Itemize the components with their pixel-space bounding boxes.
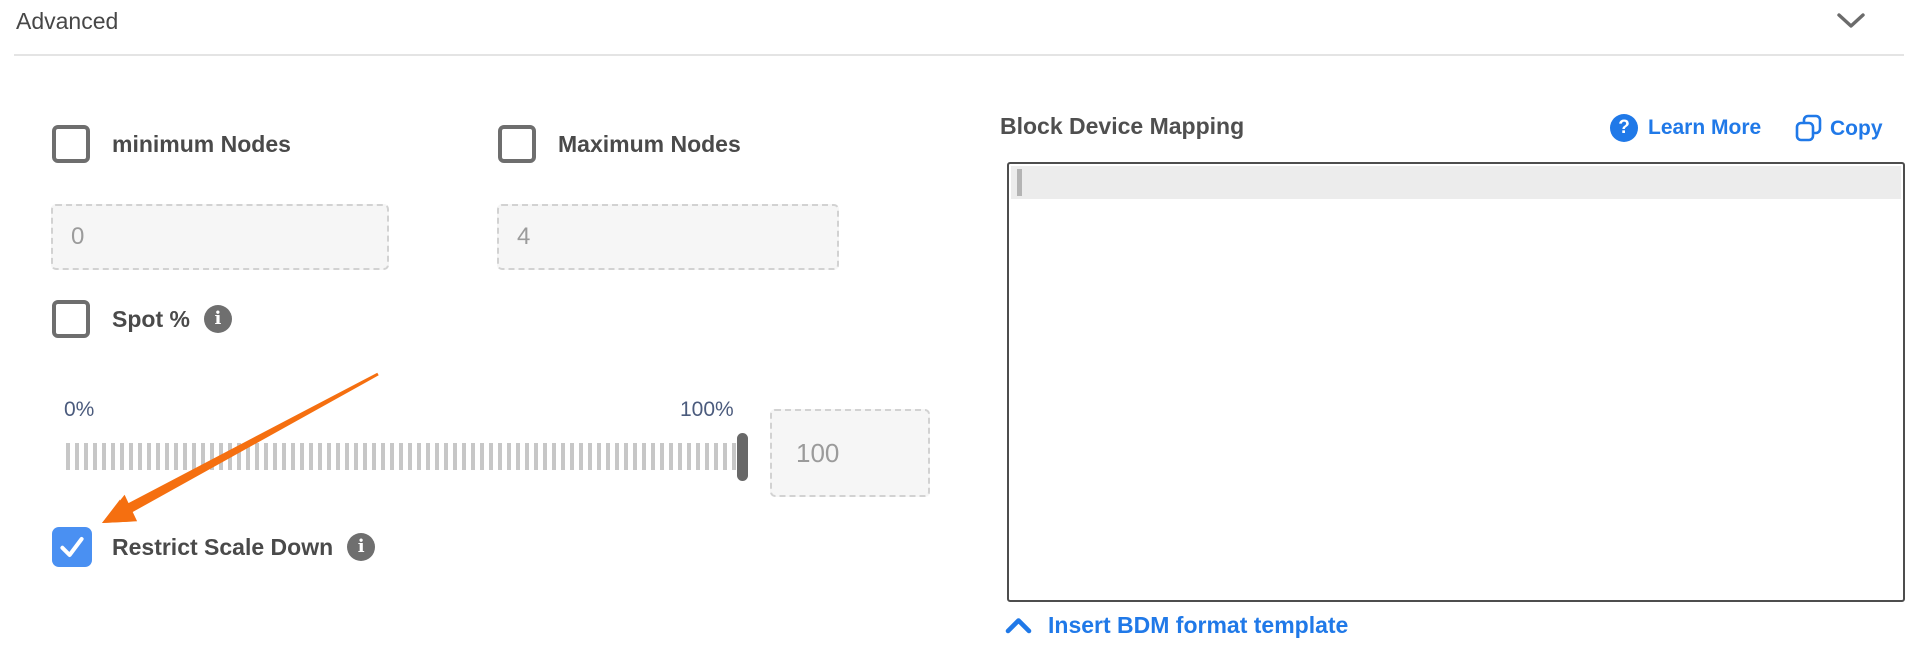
slider-handle[interactable]: [737, 433, 748, 481]
spot-percentage-input[interactable]: [770, 409, 930, 497]
check-icon: [60, 537, 84, 557]
help-icon: ?: [1610, 114, 1638, 142]
max-nodes-input[interactable]: [497, 204, 839, 270]
restrict-scale-down-checkbox[interactable]: [52, 527, 92, 567]
max-nodes-row: Maximum Nodes: [498, 125, 741, 163]
copy-icon: [1795, 114, 1822, 142]
max-nodes-label: Maximum Nodes: [558, 130, 741, 157]
block-device-mapping-editor[interactable]: [1007, 162, 1905, 602]
min-nodes-input[interactable]: [51, 204, 389, 270]
block-device-mapping-title: Block Device Mapping: [1000, 113, 1245, 139]
max-nodes-checkbox[interactable]: [498, 125, 536, 163]
learn-more-link[interactable]: ? Learn More: [1610, 114, 1761, 142]
insert-bdm-template-link[interactable]: Insert BDM format template: [1005, 612, 1348, 639]
slider-ticks: [66, 443, 738, 470]
section-divider: [14, 54, 1904, 56]
restrict-scale-down-row: Restrict Scale Down i: [52, 527, 376, 567]
min-nodes-row: minimum Nodes: [52, 125, 291, 163]
spot-label: Spot %: [112, 305, 190, 332]
insert-bdm-template-label: Insert BDM format template: [1048, 612, 1349, 638]
spot-row: Spot % i: [52, 300, 232, 338]
spot-percentage-slider[interactable]: [66, 433, 748, 481]
chevron-up-icon: [1005, 617, 1032, 633]
min-nodes-checkbox[interactable]: [52, 125, 90, 163]
restrict-scale-down-info-icon[interactable]: i: [347, 533, 376, 561]
slider-min-label: 0%: [64, 398, 95, 421]
slider-max-label: 100%: [680, 398, 734, 421]
editor-active-line: [1011, 166, 1901, 199]
chevron-down-icon[interactable]: [1836, 12, 1866, 30]
copy-label: Copy: [1830, 116, 1883, 140]
editor-cursor: [1017, 169, 1022, 196]
min-nodes-label: minimum Nodes: [112, 130, 291, 157]
copy-link[interactable]: Copy: [1795, 114, 1883, 143]
spot-info-icon[interactable]: i: [203, 305, 232, 333]
section-title: Advanced: [16, 8, 119, 34]
spot-checkbox[interactable]: [52, 300, 90, 338]
restrict-scale-down-label: Restrict Scale Down: [112, 533, 334, 560]
learn-more-label: Learn More: [1648, 116, 1762, 139]
